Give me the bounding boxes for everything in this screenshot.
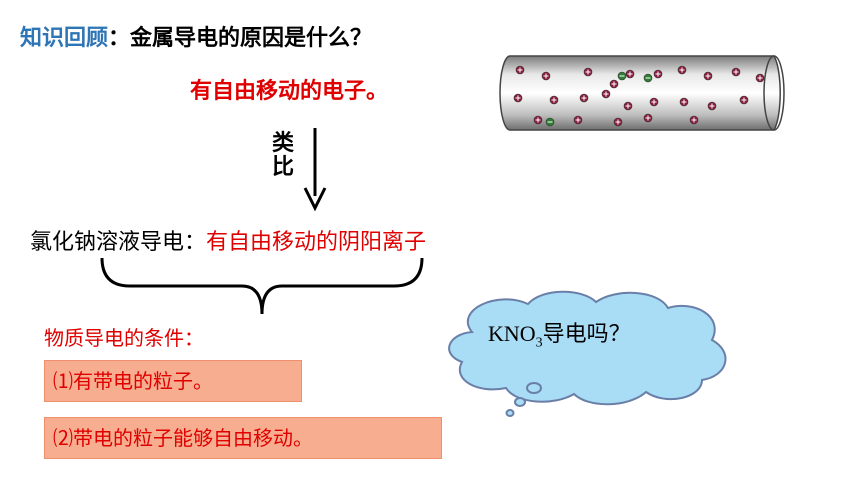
nacl-prefix: 氯化钠溶液导电： [30,230,207,255]
metal-wire-illustration [499,55,785,131]
cloud-question: KNO3导电吗？ [488,316,631,351]
analogy-char-1: 类 [272,131,295,156]
nacl-answer: 有自由移动的阴阳离子 [206,230,427,255]
review-heading: 知识回顾：金属导电的原因是什么？ [20,20,372,52]
metal-conduction-answer: 有自由移动的电子。 [190,79,389,104]
nacl-conduction-line: 氯化钠溶液导电：有自由移动的阴阳离子 [30,224,426,256]
brace-icon [100,257,424,315]
condition-1-box: ⑴有带电的粒子。 [44,360,302,402]
analogy-label: 类 比 [272,132,294,180]
formula-subscript: 3 [535,335,543,351]
thought-cloud [448,290,727,417]
review-label: 知识回顾 [20,26,109,51]
review-question: ：金属导电的原因是什么？ [108,26,373,51]
down-arrow-icon [303,128,327,212]
analogy-char-2: 比 [272,155,295,180]
charged-particles [513,65,765,127]
cloud-question-text: 导电吗？ [542,321,631,346]
condition-2-box: ⑵带电的粒子能够自由移动。 [44,417,442,459]
formula-main: KNO [488,321,536,346]
conditions-title: 物质导电的条件： [44,326,204,350]
